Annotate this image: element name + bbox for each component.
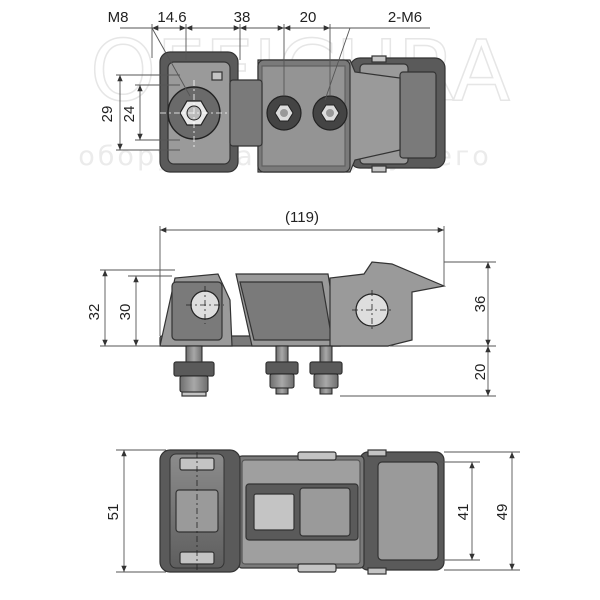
dim-119: (119) xyxy=(285,209,319,226)
dim-m8: M8 xyxy=(108,9,129,26)
stud-m6-left xyxy=(265,345,299,395)
m8-nut xyxy=(160,80,230,150)
dim-2-m6: 2-M6 xyxy=(388,9,422,26)
dim-29: 29 xyxy=(99,106,116,123)
dim-32: 32 xyxy=(86,304,103,321)
dim-49: 49 xyxy=(494,504,511,521)
stud-m6-right xyxy=(309,345,343,395)
m6-nut-left xyxy=(266,95,302,131)
dim-20: 20 xyxy=(300,9,317,26)
stud-m8 xyxy=(173,345,215,397)
bottom-view: 51 41 49 xyxy=(105,449,520,575)
dim-38: 38 xyxy=(234,9,251,26)
dim-14-6: 14.6 xyxy=(157,9,186,26)
dim-20-side: 20 xyxy=(472,364,489,381)
side-view: (119) 32 30 36 20 xyxy=(86,209,496,397)
dim-30: 30 xyxy=(117,304,134,321)
top-view: M8 14.6 38 20 2-M6 29 24 xyxy=(99,9,446,173)
m6-nut-right xyxy=(312,95,348,131)
dim-36: 36 xyxy=(472,296,489,313)
dim-24: 24 xyxy=(121,106,138,123)
dim-51: 51 xyxy=(105,504,122,521)
dim-41: 41 xyxy=(455,504,472,521)
